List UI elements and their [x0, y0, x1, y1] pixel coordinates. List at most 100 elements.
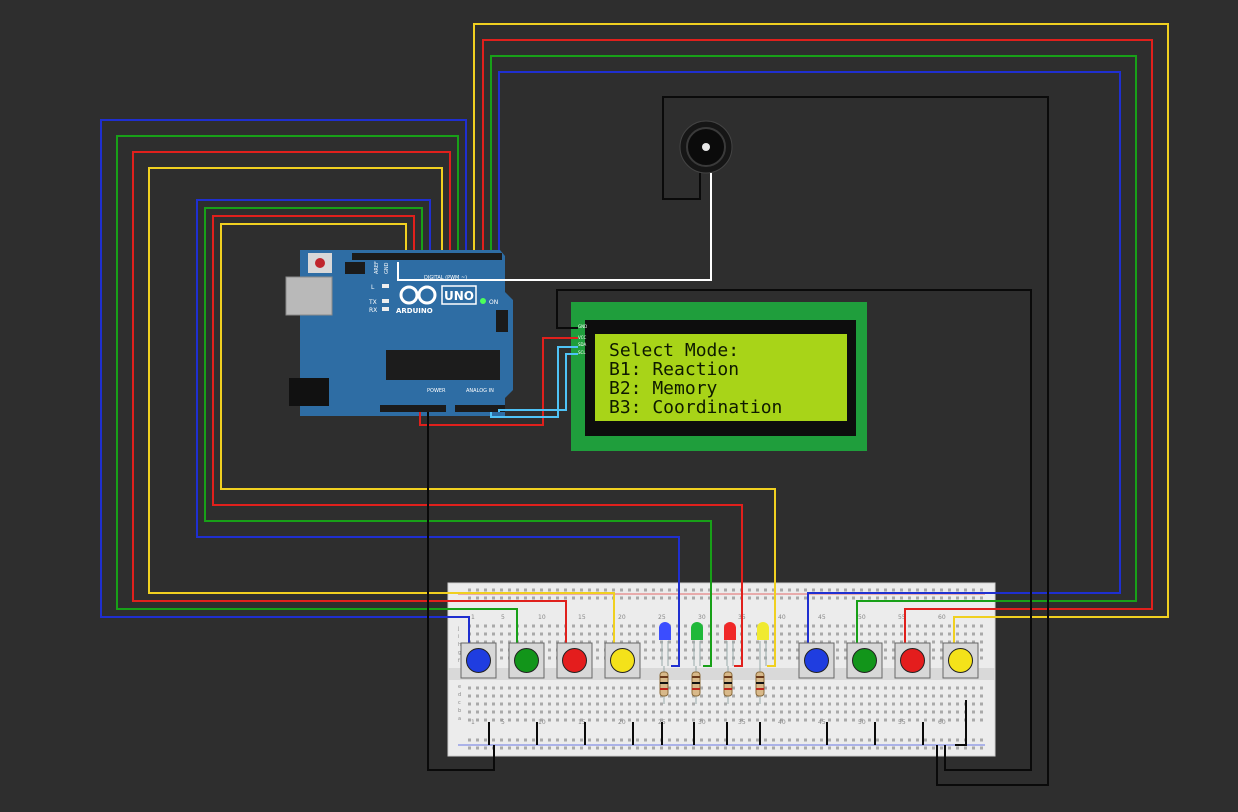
- breadboard-hole[interactable]: [796, 624, 799, 628]
- breadboard-hole[interactable]: [908, 710, 911, 714]
- breadboard-hole[interactable]: [788, 596, 791, 600]
- breadboard-hole[interactable]: [940, 596, 943, 600]
- breadboard-hole[interactable]: [668, 648, 671, 652]
- breadboard-hole[interactable]: [940, 710, 943, 714]
- breadboard-hole[interactable]: [500, 746, 503, 750]
- green-led[interactable]: [691, 622, 703, 666]
- breadboard-hole[interactable]: [500, 710, 503, 714]
- breadboard-hole[interactable]: [636, 596, 639, 600]
- breadboard-hole[interactable]: [540, 694, 543, 698]
- breadboard-hole[interactable]: [820, 596, 823, 600]
- breadboard-hole[interactable]: [972, 702, 975, 706]
- breadboard-hole[interactable]: [836, 738, 839, 742]
- breadboard-hole[interactable]: [548, 596, 551, 600]
- breadboard-hole[interactable]: [724, 710, 727, 714]
- breadboard-hole[interactable]: [532, 686, 535, 690]
- breadboard-hole[interactable]: [500, 686, 503, 690]
- breadboard-hole[interactable]: [900, 686, 903, 690]
- breadboard-hole[interactable]: [468, 686, 471, 690]
- breadboard-hole[interactable]: [764, 596, 767, 600]
- breadboard-hole[interactable]: [556, 738, 559, 742]
- breadboard-hole[interactable]: [812, 718, 815, 722]
- breadboard-hole[interactable]: [700, 746, 703, 750]
- breadboard-hole[interactable]: [868, 596, 871, 600]
- breadboard-hole[interactable]: [588, 632, 591, 636]
- wire-yellow-left-button[interactable]: [148, 167, 615, 645]
- breadboard-hole[interactable]: [884, 624, 887, 628]
- breadboard-hole[interactable]: [716, 588, 719, 592]
- breadboard-hole[interactable]: [684, 588, 687, 592]
- breadboard-hole[interactable]: [700, 588, 703, 592]
- breadboard-hole[interactable]: [492, 640, 495, 644]
- breadboard-hole[interactable]: [980, 588, 983, 592]
- breadboard-hole[interactable]: [644, 738, 647, 742]
- breadboard-hole[interactable]: [908, 588, 911, 592]
- breadboard-hole[interactable]: [820, 718, 823, 722]
- breadboard-hole[interactable]: [492, 632, 495, 636]
- breadboard-hole[interactable]: [732, 710, 735, 714]
- breadboard-hole[interactable]: [932, 746, 935, 750]
- breadboard-hole[interactable]: [700, 738, 703, 742]
- breadboard-hole[interactable]: [852, 588, 855, 592]
- breadboard-hole[interactable]: [948, 596, 951, 600]
- breadboard-hole[interactable]: [620, 588, 623, 592]
- breadboard-hole[interactable]: [532, 624, 535, 628]
- breadboard-hole[interactable]: [884, 710, 887, 714]
- yellow-led[interactable]: [757, 622, 769, 666]
- breadboard-hole[interactable]: [956, 746, 959, 750]
- breadboard-hole[interactable]: [836, 710, 839, 714]
- breadboard-hole[interactable]: [556, 710, 559, 714]
- breadboard-hole[interactable]: [948, 718, 951, 722]
- button-cap[interactable]: [610, 648, 635, 673]
- breadboard-hole[interactable]: [964, 588, 967, 592]
- breadboard-hole[interactable]: [948, 640, 951, 644]
- breadboard-hole[interactable]: [916, 746, 919, 750]
- breadboard-hole[interactable]: [748, 686, 751, 690]
- breadboard-hole[interactable]: [940, 738, 943, 742]
- breadboard-hole[interactable]: [492, 702, 495, 706]
- breadboard-hole[interactable]: [548, 648, 551, 652]
- breadboard-hole[interactable]: [948, 694, 951, 698]
- breadboard-hole[interactable]: [484, 624, 487, 628]
- breadboard-hole[interactable]: [788, 710, 791, 714]
- breadboard-hole[interactable]: [508, 686, 511, 690]
- breadboard-hole[interactable]: [516, 710, 519, 714]
- breadboard-hole[interactable]: [756, 710, 759, 714]
- breadboard-hole[interactable]: [804, 702, 807, 706]
- breadboard-hole[interactable]: [492, 710, 495, 714]
- breadboard-hole[interactable]: [924, 694, 927, 698]
- breadboard-hole[interactable]: [708, 746, 711, 750]
- breadboard-hole[interactable]: [980, 632, 983, 636]
- breadboard-hole[interactable]: [740, 694, 743, 698]
- breadboard-hole[interactable]: [516, 738, 519, 742]
- breadboard-hole[interactable]: [812, 738, 815, 742]
- breadboard-hole[interactable]: [948, 710, 951, 714]
- wire-yellow-led[interactable]: [220, 223, 776, 667]
- breadboard-hole[interactable]: [652, 640, 655, 644]
- breadboard-hole[interactable]: [524, 710, 527, 714]
- breadboard-hole[interactable]: [708, 686, 711, 690]
- breadboard-hole[interactable]: [548, 694, 551, 698]
- breadboard-hole[interactable]: [732, 746, 735, 750]
- breadboard-hole[interactable]: [572, 588, 575, 592]
- breadboard-hole[interactable]: [548, 710, 551, 714]
- breadboard-hole[interactable]: [804, 596, 807, 600]
- breadboard-hole[interactable]: [524, 624, 527, 628]
- breadboard-hole[interactable]: [716, 718, 719, 722]
- breadboard-hole[interactable]: [572, 640, 575, 644]
- breadboard-hole[interactable]: [980, 596, 983, 600]
- breadboard-hole[interactable]: [916, 640, 919, 644]
- breadboard-hole[interactable]: [932, 624, 935, 628]
- breadboard-hole[interactable]: [748, 656, 751, 660]
- breadboard-hole[interactable]: [796, 710, 799, 714]
- breadboard-hole[interactable]: [876, 686, 879, 690]
- breadboard-hole[interactable]: [476, 718, 479, 722]
- breadboard-hole[interactable]: [620, 718, 623, 722]
- breadboard-hole[interactable]: [820, 702, 823, 706]
- breadboard-hole[interactable]: [500, 702, 503, 706]
- breadboard-hole[interactable]: [916, 632, 919, 636]
- breadboard-hole[interactable]: [892, 694, 895, 698]
- breadboard-hole[interactable]: [700, 640, 703, 644]
- breadboard-hole[interactable]: [644, 686, 647, 690]
- breadboard-hole[interactable]: [956, 710, 959, 714]
